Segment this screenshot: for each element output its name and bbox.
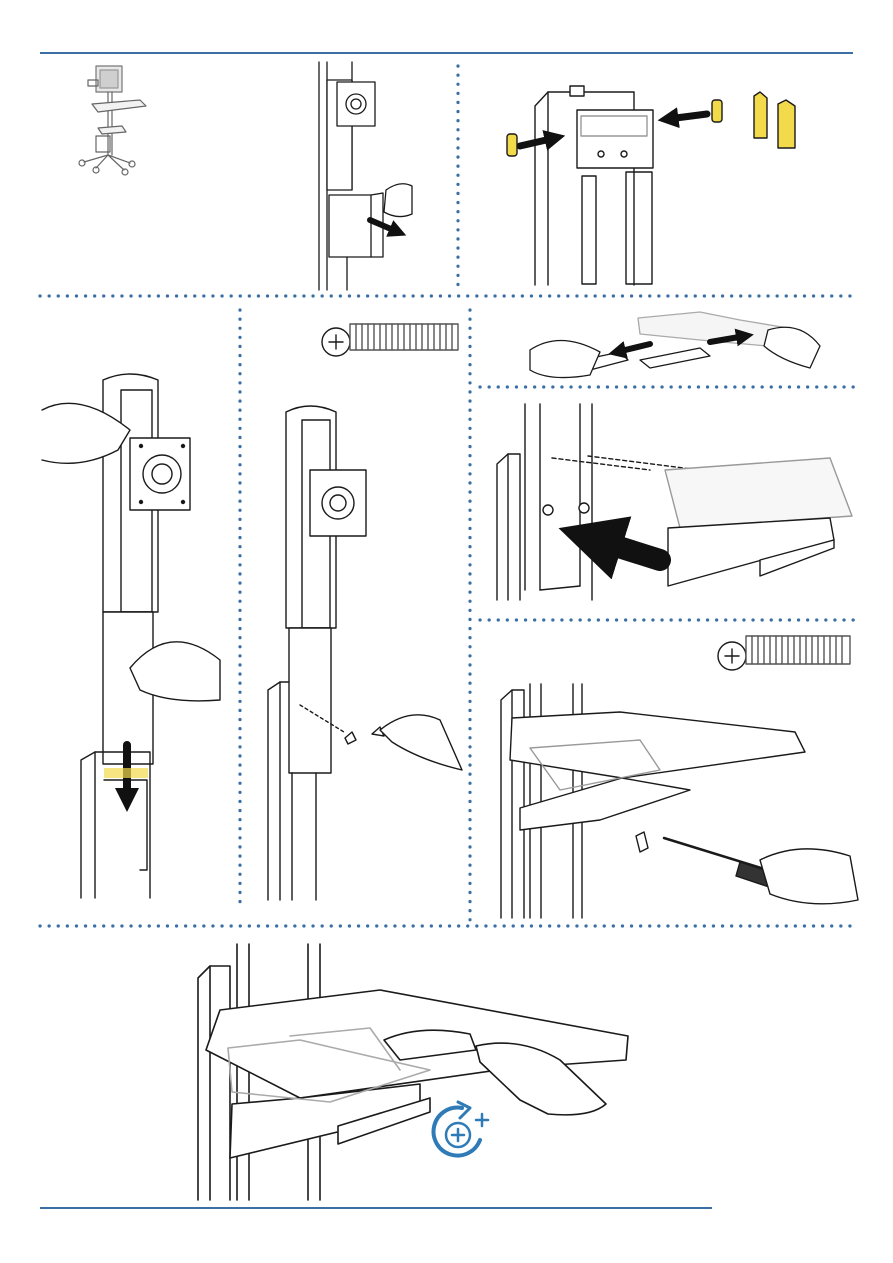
arrow-icon [617, 344, 650, 352]
arrow-icon [520, 138, 555, 146]
arrow-icon [668, 114, 707, 119]
panel-adjust-shelf [198, 944, 628, 1200]
arrow-icon [370, 220, 398, 232]
panel-slide-bracket [530, 312, 820, 378]
panel-remove-cover [319, 62, 412, 290]
panel-slide-column-cover [42, 374, 220, 898]
hand-icon [380, 715, 462, 770]
arrow-icon [590, 538, 660, 560]
hand-icon [764, 327, 820, 368]
rotate-tighten-icon [434, 1102, 488, 1156]
panel-cart-overview [79, 66, 146, 175]
screw-icon [322, 324, 458, 356]
hand-icon [384, 184, 412, 217]
cart-icon [79, 66, 146, 175]
hand-icon [760, 849, 858, 904]
panel-screw-column [268, 324, 462, 900]
hand-icon [530, 340, 600, 377]
panel-tighten-screw [501, 636, 858, 918]
panel-insert-end-caps [507, 86, 795, 285]
panel-attach-bracket [497, 404, 852, 600]
screw-icon [718, 636, 850, 670]
